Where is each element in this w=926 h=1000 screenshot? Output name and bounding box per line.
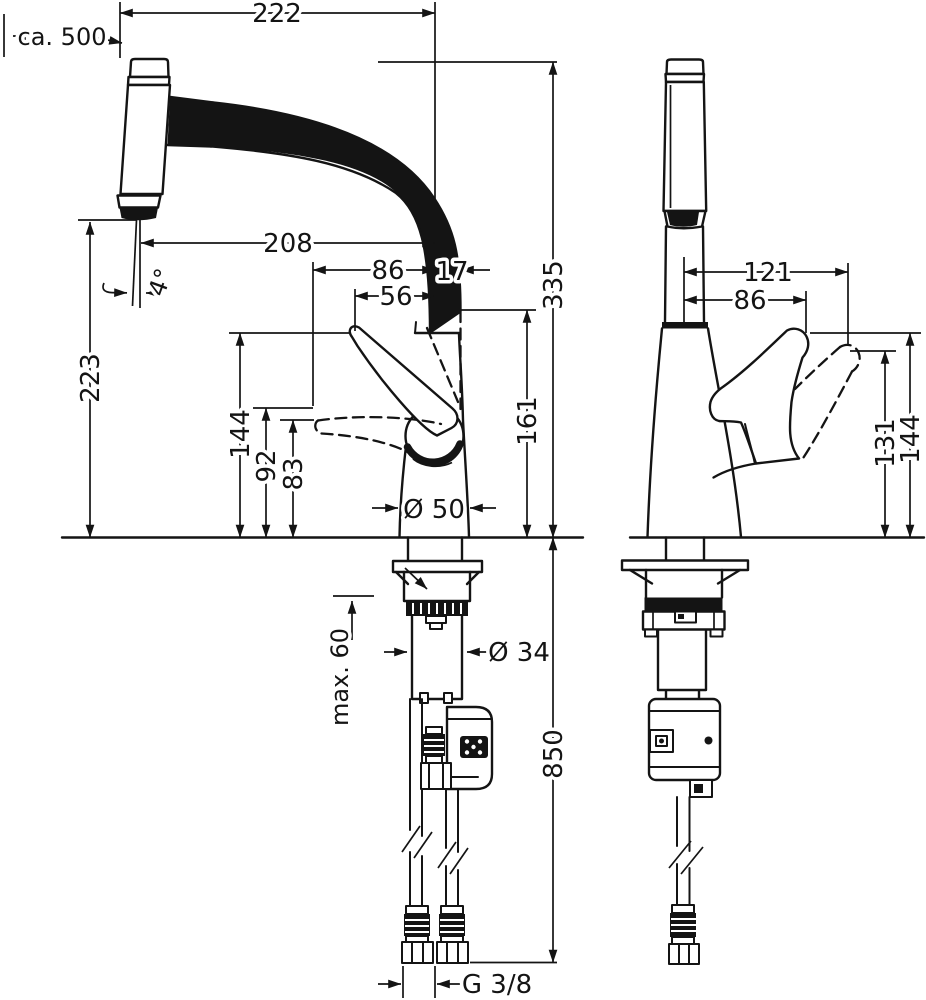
dimensions-side-view: ca. 500 222 208 86 17 56	[3, 0, 573, 1000]
dim-86-side-label: 86	[371, 256, 404, 286]
dim-161-label: 161	[513, 396, 543, 446]
spout	[166, 95, 462, 411]
dim-17-label: 17	[435, 257, 468, 287]
dim-92-label: 92	[252, 449, 282, 482]
dim-g38-label: G 3/8	[462, 970, 532, 1000]
lever-handle-front	[708, 327, 861, 479]
dim-thread-g38: G 3/8	[378, 966, 536, 1000]
dim-223-label: 223	[76, 353, 106, 403]
dim-121-label: 121	[743, 258, 793, 288]
side-view	[60, 57, 585, 964]
dim-spout-reach-208: 208	[140, 226, 436, 263]
dim-shank-diameter-34: Ø 34	[384, 635, 553, 672]
dim-4deg-label: 4°	[143, 265, 179, 300]
hose-front	[668, 796, 704, 965]
dim-lever-down-83: 83	[276, 419, 314, 538]
dim-spout-height-161: 161	[461, 309, 547, 538]
mounting-hardware-side	[391, 536, 484, 704]
gasket	[644, 597, 723, 612]
dim-max-60: max. 60	[323, 595, 374, 730]
aerator-front	[667, 212, 699, 227]
dim-overall-depth-222: 222	[119, 0, 436, 260]
pivot-shadow	[403, 440, 464, 467]
column-joint	[662, 322, 708, 329]
hose-weight-block	[420, 705, 494, 791]
dim-angle-4deg: 4°	[102, 219, 182, 308]
spray-column-front	[662, 58, 708, 329]
g38-nut-right	[436, 941, 469, 964]
hose-nut	[420, 762, 452, 790]
dim-335-label: 335	[539, 260, 569, 310]
dim-83-label: 83	[279, 457, 309, 490]
dim-92: 92	[249, 407, 313, 538]
dim-ca500-label: ca. 500	[18, 23, 107, 51]
diverter-unit	[647, 697, 722, 798]
lever-down-position-dashed	[314, 415, 443, 454]
shank-front	[656, 628, 708, 702]
dim-56-label: 56	[379, 282, 412, 312]
dim-86-side: 86	[312, 253, 436, 406]
dim-hose-length-ca500: ca. 500	[3, 14, 123, 57]
dim-dia34-label: Ø 34	[488, 638, 550, 668]
lever-down-position-front-dashed	[793, 343, 861, 459]
pullout-spray-head	[116, 57, 172, 221]
spray-aerator	[119, 207, 158, 221]
dim-lever-up-144-side: 144	[223, 332, 350, 538]
dim-handle-reach-121: 121	[683, 255, 849, 344]
dim-56: 56	[354, 279, 436, 331]
dim-131-front: 131	[850, 350, 905, 538]
mounting-flange	[391, 559, 484, 574]
dim-144-front: 144	[810, 332, 926, 538]
dim-base-diameter-50: Ø 50	[372, 492, 496, 529]
dim-850-label: 850	[539, 729, 569, 779]
dim-208-label: 208	[263, 229, 313, 259]
dim-86-front-label: 86	[733, 286, 766, 316]
front-view	[620, 58, 926, 965]
lever-up-position	[348, 325, 459, 437]
dim-86-front: 86	[683, 283, 807, 333]
dim-outlet-height-223: 223	[73, 219, 136, 538]
dim-max60-label: max. 60	[326, 628, 354, 726]
dim-overall-height-335: 335	[378, 61, 573, 538]
dimensions-front-view: 121 86 131 144	[683, 255, 926, 538]
dim-131-label: 131	[871, 418, 901, 468]
mounting-flange-front	[620, 559, 750, 572]
flange-arrow	[404, 567, 428, 590]
mounting-hardware-front	[620, 536, 750, 702]
spray-head-cap	[128, 57, 170, 79]
g38-nut-left	[401, 941, 434, 964]
dim-144-front-label: 144	[896, 414, 926, 464]
dim-17: 17	[432, 254, 490, 292]
hose-connectors-side	[401, 905, 469, 964]
dim-222-label: 222	[252, 0, 302, 29]
lever-up-position-front	[708, 327, 810, 465]
faucet-body-front	[646, 327, 743, 539]
dim-144-side-label: 144	[226, 409, 256, 459]
dim-hose-850: 850	[470, 537, 573, 964]
connector-nut-front	[668, 943, 700, 965]
lever-handle-side	[314, 325, 459, 454]
dim-dia50-label: Ø 50	[403, 495, 465, 525]
